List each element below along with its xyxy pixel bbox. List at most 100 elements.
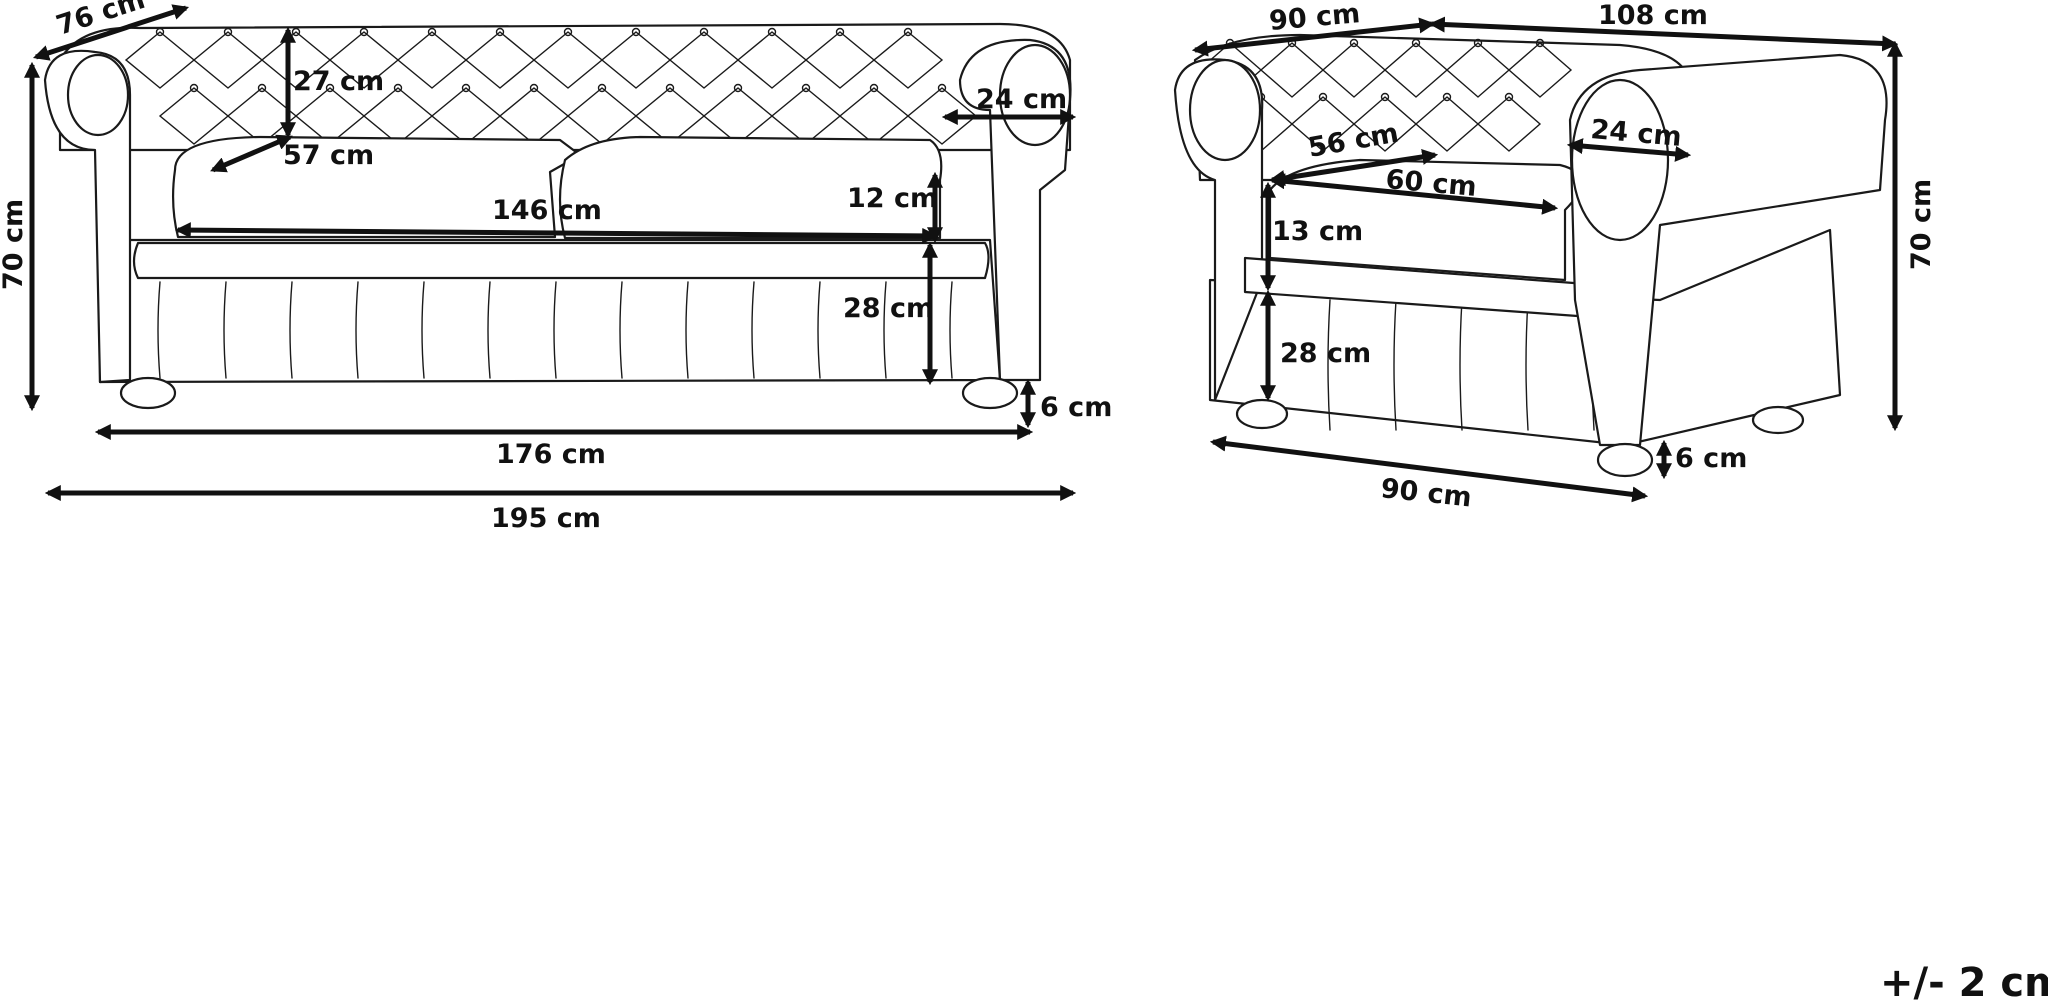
sofa-tuft-button xyxy=(393,83,403,93)
armchair-tufting xyxy=(1197,38,1573,152)
armchair-leg-left xyxy=(1235,398,1289,430)
sofa-pleats xyxy=(157,281,953,379)
armchair-width-top-arrow xyxy=(1428,16,1899,52)
sofa-pleat-line xyxy=(355,281,359,379)
sofa-seat-depth-label: 57 cm xyxy=(283,140,374,171)
sofa-pleat-line xyxy=(553,281,557,379)
sofa-depth-arrow xyxy=(32,4,190,61)
sofa-tuft-diamond xyxy=(668,31,740,89)
armchair-pleat-line xyxy=(1393,299,1397,431)
armchair-dimensions xyxy=(1191,16,1904,503)
sofa-tuft-diamond xyxy=(532,31,604,89)
armchair-left-arm-scroll xyxy=(1188,58,1262,162)
sofa-tuft-button xyxy=(631,27,641,37)
armchair-leg-height-label: 6 cm xyxy=(1675,443,1747,474)
sofa-tuft-diamond xyxy=(158,87,230,145)
sofa-pleat-line xyxy=(619,281,623,379)
armchair-illustration xyxy=(1173,33,1888,478)
armchair-seat-height-label: 28 cm xyxy=(1280,338,1371,369)
sofa-tuft-button xyxy=(495,27,505,37)
armchair-depth-bottom-label: 90 cm xyxy=(1379,473,1473,513)
sofa-dimensions xyxy=(23,4,1077,502)
sofa-tuft-button xyxy=(563,27,573,37)
sofa-tuft-diamond xyxy=(736,31,808,89)
sofa-tuft-diamond xyxy=(396,31,468,89)
sofa-tuft-button xyxy=(359,27,369,37)
sofa-back xyxy=(58,22,1072,152)
sofa-inner-width-label: 176 cm xyxy=(496,439,606,470)
armchair-tuft-diamond xyxy=(1383,42,1449,98)
sofa-seat-rail xyxy=(132,241,990,280)
sofa-leg-left xyxy=(119,376,177,410)
sofa-seat-depth-arrow xyxy=(210,134,293,173)
sofa-tuft-button xyxy=(903,27,913,37)
sofa-pleat-line xyxy=(817,281,821,379)
sofa-pleat-line xyxy=(949,281,953,379)
armchair-tuft-diamond xyxy=(1445,42,1511,98)
sofa-tuft-button xyxy=(427,27,437,37)
sofa-tuft-button xyxy=(325,83,335,93)
armchair-arm-width-arrow xyxy=(1566,138,1692,162)
armchair-tuft-button xyxy=(1442,92,1452,102)
armchair-seat-width-arrow xyxy=(1268,173,1559,215)
armchair-tuft-button xyxy=(1380,92,1390,102)
sofa-tuft-button xyxy=(937,83,947,93)
sofa-height-label: 70 cm xyxy=(0,199,29,290)
armchair-height-label: 70 cm xyxy=(1906,179,1937,270)
sofa-tuft-button xyxy=(665,83,675,93)
sofa-pleat-line xyxy=(487,281,491,379)
sofa-tuft-button xyxy=(257,83,267,93)
armchair-leg-front xyxy=(1596,442,1654,478)
sofa-leg-right xyxy=(961,376,1019,410)
sofa-tuft-button xyxy=(869,83,879,93)
sofa-leg-height-label: 6 cm xyxy=(1040,392,1112,423)
sofa-back-height-label: 27 cm xyxy=(293,66,384,97)
sofa-tuft-button xyxy=(699,27,709,37)
sofa-total-width-label: 195 cm xyxy=(491,503,601,534)
sofa-pleat-line xyxy=(223,281,227,379)
sofa-tuft-button xyxy=(189,83,199,93)
sofa-pleat-line xyxy=(289,281,293,379)
sofa-pleat-line xyxy=(685,281,689,379)
sofa-tuft-button xyxy=(767,27,777,37)
armchair-tuft-diamond xyxy=(1476,96,1542,152)
sofa-tuft-button xyxy=(597,83,607,93)
sofa-arm-width-label: 24 cm xyxy=(976,84,1067,115)
armchair-right-arm-scroll xyxy=(1570,78,1670,242)
sofa-tuft-diamond xyxy=(906,87,978,145)
sofa-tuft-button xyxy=(529,83,539,93)
sofa-pleat-line xyxy=(421,281,425,379)
armchair-body xyxy=(1208,228,1842,447)
sofa-seat-height-label: 28 cm xyxy=(843,293,934,324)
sofa-seat-width-label: 146 cm xyxy=(492,195,602,226)
sofa-tuft-diamond xyxy=(600,31,672,89)
sofa-tuft-button xyxy=(223,27,233,37)
sofa-tuft-button xyxy=(733,83,743,93)
armchair-width-top-label: 108 cm xyxy=(1598,0,1708,31)
armchair-tuft-diamond xyxy=(1259,42,1325,98)
sofa-tuft-button xyxy=(801,83,811,93)
tolerance-label: +/- 2 cm xyxy=(1880,960,2048,1006)
sofa-cushion-height-label: 12 cm xyxy=(847,183,938,214)
sofa-pleat-line xyxy=(883,281,887,379)
armchair-tuft-diamond xyxy=(1414,96,1480,152)
sofa-tuft-diamond xyxy=(804,31,876,89)
armchair-depth-top-arrow xyxy=(1191,17,1436,57)
sofa-illustration xyxy=(43,22,1072,410)
sofa-tuft-diamond xyxy=(328,31,400,89)
armchair-tuft-diamond xyxy=(1507,42,1573,98)
sofa-tuft-diamond xyxy=(872,31,944,89)
sofa-tuft-diamond xyxy=(192,31,264,89)
sofa-seat-width-arrow xyxy=(174,222,939,244)
sofa-tufting xyxy=(124,27,978,145)
sofa-cushion-right xyxy=(558,135,943,240)
armchair-pleat-line xyxy=(1459,299,1463,431)
sofa-tuft-button xyxy=(461,83,471,93)
armchair-tuft-button xyxy=(1318,92,1328,102)
armchair-cushion-height-label: 13 cm xyxy=(1272,216,1363,247)
sofa-tuft-diamond xyxy=(464,31,536,89)
armchair-depth-bottom-arrow xyxy=(1209,435,1649,503)
armchair-pleat-line xyxy=(1327,299,1331,431)
